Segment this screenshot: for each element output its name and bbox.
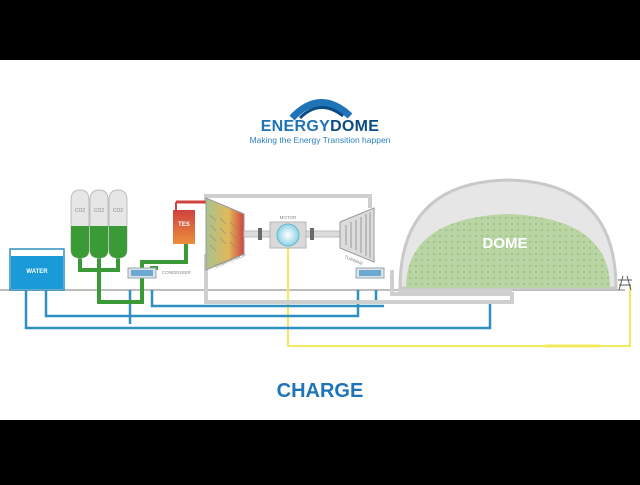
- co2-tank-group: CO2 CO2 CO2: [70, 189, 128, 259]
- water-tank: WATER: [9, 248, 65, 291]
- motor-label: MOTOR: [280, 215, 297, 220]
- co2-tank-label: CO2: [94, 208, 105, 214]
- co2-tank-label: CO2: [113, 208, 124, 214]
- co2-tank: CO2: [89, 189, 109, 259]
- co2-tank: CO2: [70, 189, 90, 259]
- motor: [269, 221, 307, 249]
- co2-tank-label: CO2: [75, 208, 86, 214]
- top-letterbox: [0, 0, 640, 60]
- dome: DOME: [398, 178, 618, 290]
- brand-wordmark: ENERGYDOME: [0, 118, 640, 136]
- condenser-right: [355, 267, 385, 279]
- condenser-label: CONDENSER: [162, 270, 192, 275]
- brand-tagline: Making the Energy Transition happen: [249, 135, 391, 145]
- condenser-left: [127, 267, 157, 279]
- dome-label: DOME: [483, 235, 528, 252]
- brand-name-part2: DOME: [330, 118, 380, 135]
- tes-label: TES: [178, 222, 190, 228]
- co2-tank: CO2: [108, 189, 128, 259]
- compressor: [205, 197, 245, 271]
- water-label: WATER: [26, 269, 48, 275]
- pylon-icon: [618, 275, 632, 291]
- logo-inner-arch-icon: [298, 106, 344, 120]
- brand-name-part1: ENERGY: [260, 118, 331, 135]
- mode-label: CHARGE: [276, 380, 364, 402]
- bottom-letterbox: [0, 420, 640, 480]
- turbine: [339, 207, 375, 263]
- power-cable: [287, 244, 631, 347]
- logo-arch-icon: [289, 99, 353, 121]
